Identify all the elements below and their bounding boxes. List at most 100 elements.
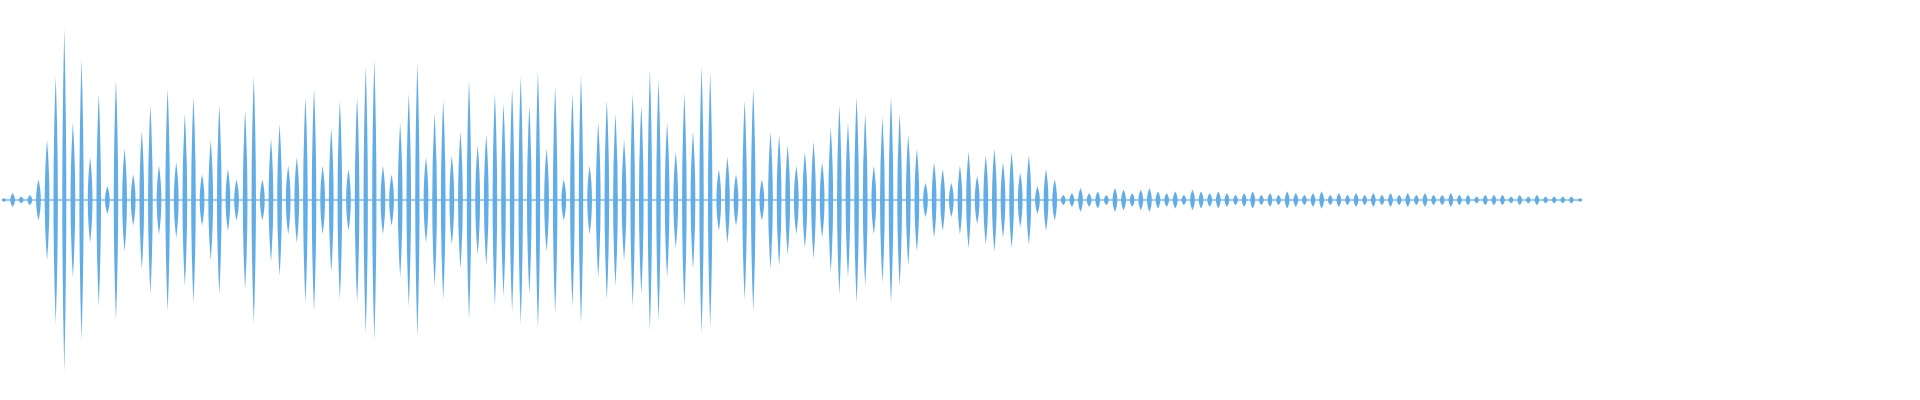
waveform-peak (828, 127, 834, 273)
waveform-peak (785, 144, 791, 256)
waveform-peak (1327, 194, 1333, 206)
waveform-peak (1198, 191, 1204, 209)
waveform-peak (1345, 194, 1350, 206)
waveform-peak (27, 194, 33, 206)
waveform-peak (1258, 194, 1264, 206)
waveform-peak (1164, 193, 1169, 207)
waveform-peak (561, 179, 567, 221)
waveform-peak (1224, 193, 1230, 207)
waveform-peak (673, 151, 679, 249)
waveform-peak (130, 174, 136, 226)
waveform-peak (1017, 172, 1023, 228)
waveform-peak (1181, 194, 1187, 206)
waveform-peak (518, 76, 523, 324)
waveform-peak (1414, 194, 1419, 206)
waveform-peak (122, 148, 127, 252)
waveform-peak (526, 105, 532, 295)
waveform-peak (768, 131, 773, 269)
waveform-peak (1000, 162, 1006, 238)
waveform-peak (957, 165, 963, 235)
waveform-peak (682, 93, 687, 307)
waveform-peak (1069, 193, 1075, 207)
waveform-peak (1362, 194, 1368, 206)
waveform-peak (1457, 194, 1462, 206)
waveform-peak (1491, 194, 1497, 206)
waveform-peak (914, 148, 920, 252)
waveform-peak (96, 93, 102, 307)
waveform-peak (716, 169, 722, 231)
waveform-peak (1439, 194, 1445, 206)
waveform-peak (1207, 193, 1213, 207)
waveform-peak (320, 165, 326, 235)
waveform-peak (638, 105, 644, 295)
waveform-peak (87, 157, 93, 243)
waveform-peak (1551, 196, 1557, 204)
waveform-peak (44, 139, 50, 261)
waveform-peak (1482, 194, 1488, 206)
waveform-peak (449, 155, 455, 245)
waveform-peak (725, 157, 730, 243)
waveform-peak (1121, 189, 1126, 211)
waveform-peak (173, 162, 179, 238)
waveform-peak (854, 96, 859, 304)
waveform-peak (156, 165, 162, 235)
waveform-peak (509, 88, 515, 312)
waveform-peak (578, 76, 584, 324)
waveform-peak (664, 122, 670, 278)
waveform-peak (647, 69, 653, 331)
waveform-peak (759, 179, 765, 221)
waveform-peak (1525, 196, 1531, 204)
waveform-peak (1569, 196, 1574, 204)
waveform-peak (690, 131, 696, 269)
waveform-peak (492, 93, 498, 307)
waveform-peak (905, 134, 911, 266)
waveform-peak (992, 148, 997, 252)
waveform-peak (346, 169, 351, 231)
waveform-peak (544, 148, 549, 252)
waveform-peak (1052, 179, 1058, 221)
waveform-peak (880, 117, 885, 283)
waveform-peak (552, 86, 558, 314)
waveform-peak (604, 100, 610, 300)
waveform-peak (415, 62, 420, 338)
waveform-peak (483, 134, 489, 266)
waveform-peak (940, 169, 946, 231)
waveform-peak (630, 93, 635, 307)
waveform-peak (1129, 193, 1135, 207)
waveform-peak (1474, 196, 1480, 204)
waveform-peak (1560, 196, 1566, 204)
waveform-peak (199, 174, 205, 226)
waveform-peak (793, 165, 799, 235)
waveform-peak (397, 122, 403, 278)
waveform-peak (1241, 193, 1247, 207)
waveform-peak (1517, 194, 1523, 206)
waveform-peak (750, 88, 756, 312)
waveform-peak (1336, 193, 1342, 207)
waveform-peak (923, 182, 928, 218)
waveform-peak (1431, 194, 1436, 206)
waveform-peak (871, 165, 877, 235)
waveform-peak (595, 122, 601, 278)
waveform-peak (1577, 198, 1583, 202)
waveform-peak (1370, 193, 1376, 207)
waveform-peak (656, 79, 661, 321)
waveform-peak (225, 169, 231, 231)
waveform-peak (1310, 193, 1316, 207)
waveform-peak (888, 96, 894, 304)
waveform-peak (613, 114, 618, 286)
waveform-peak (277, 124, 282, 276)
waveform-peak (819, 162, 825, 238)
waveform-peak (1543, 196, 1548, 204)
waveform-peak (587, 165, 592, 235)
waveform-peak (811, 141, 816, 259)
waveform-peak (733, 174, 739, 226)
waveform-peak (535, 71, 541, 329)
waveform-peak (1009, 151, 1014, 249)
waveform-peak (1035, 186, 1040, 214)
waveform-peak (570, 93, 575, 307)
waveform-peaks (1, 28, 1583, 372)
waveform-peak (1190, 189, 1195, 211)
waveform-peak (1155, 191, 1161, 209)
waveform-peak (1302, 194, 1307, 206)
